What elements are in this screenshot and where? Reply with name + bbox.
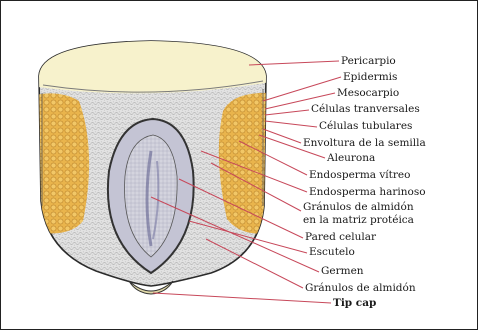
label-aleurona: Aleurona <box>326 152 375 164</box>
label-celulas-tubulares: Células tubulares <box>319 120 412 132</box>
leader-celulas-tubulares <box>265 121 317 127</box>
leader-epidermis <box>263 77 341 101</box>
label-granulos-almidon-2: Gránulos de almidón <box>305 282 416 294</box>
label-envoltura-semilla: Envoltura de la semilla <box>303 137 426 149</box>
label-mesocarpio: Mesocarpio <box>337 87 399 99</box>
label-epidermis: Epidermis <box>343 71 397 83</box>
label-tip-cap: Tip cap <box>333 297 376 309</box>
leader-pericarpio <box>249 61 339 65</box>
label-matriz-proteica: en la matriz protéica <box>303 214 414 226</box>
label-pericarpio: Pericarpio <box>341 55 396 67</box>
label-endosperma-harinoso: Endosperma harinoso <box>309 186 426 198</box>
label-granulos-almidon-1: Gránulos de almidón <box>303 201 414 213</box>
label-escutelo: Escutelo <box>309 246 355 258</box>
leader-envoltura <box>263 129 301 143</box>
label-pared-celular: Pared celular <box>305 231 377 243</box>
label-endosperma-vitreo: Endosperma vítreo <box>309 169 410 181</box>
leader-celulas-transversales <box>265 110 309 115</box>
label-germen: Germen <box>321 265 364 277</box>
leader-tip-cap <box>153 293 331 303</box>
kernel-body <box>31 31 276 294</box>
label-celulas-transversales: Células tranversales <box>311 103 420 115</box>
labels: Pericarpio Epidermis Mesocarpio Células … <box>303 55 426 309</box>
